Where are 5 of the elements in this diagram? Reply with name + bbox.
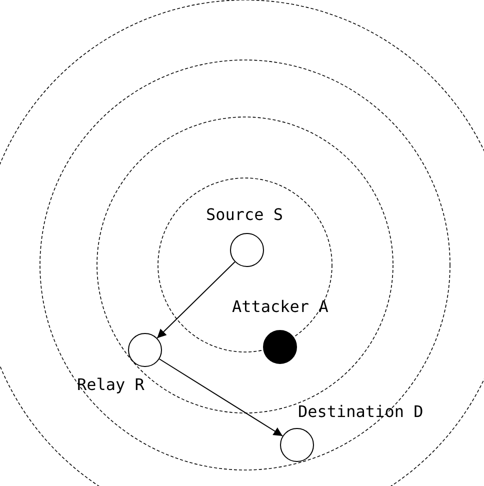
arrow	[156, 261, 236, 339]
node-label: Source S	[206, 205, 284, 225]
arrow	[158, 358, 284, 436]
node-label: Relay R	[77, 375, 144, 395]
node-label: Destination D	[298, 402, 424, 422]
